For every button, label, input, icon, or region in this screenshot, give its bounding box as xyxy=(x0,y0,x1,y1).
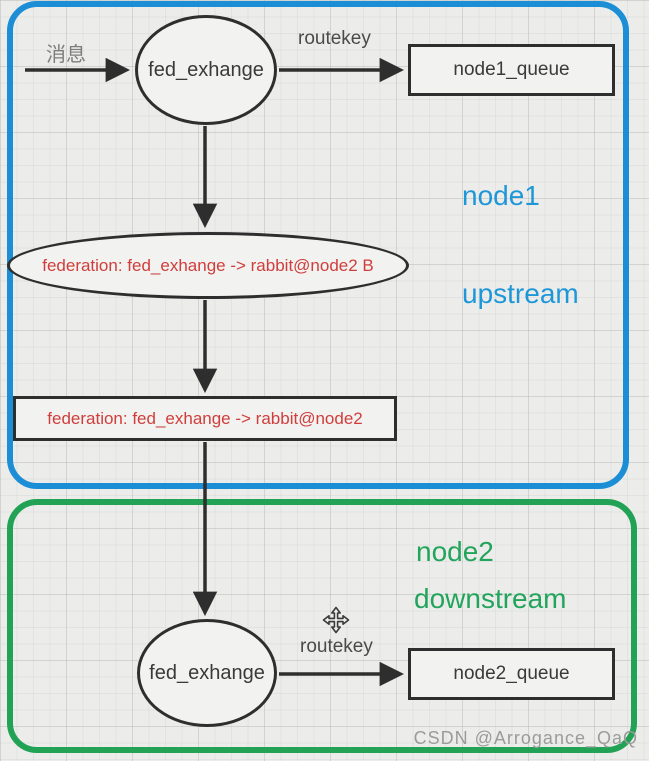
node2-exchange-label: fed_exhange xyxy=(149,661,265,684)
node2-exchange-ellipse: fed_exhange xyxy=(137,619,277,727)
node1-queue-label: node1_queue xyxy=(453,59,570,80)
federation-queue-label: federation: fed_exhange -> rabbit@node2 xyxy=(47,408,363,428)
federation-queue-box: federation: fed_exhange -> rabbit@node2 xyxy=(13,396,397,441)
node1-queue-box: node1_queue xyxy=(408,44,615,96)
downstream-role-label: downstream xyxy=(414,583,567,614)
watermark: CSDN @Arrogance_QaQ xyxy=(413,728,638,748)
message-label: 消息 xyxy=(46,44,86,66)
move-cursor-icon xyxy=(322,606,350,634)
upstream-role-label: upstream xyxy=(462,278,579,309)
federation-link-label: federation: fed_exhange -> rabbit@node2 … xyxy=(42,255,374,275)
routekey-label-node2: routekey xyxy=(300,636,373,657)
node2-region-label: node2 xyxy=(416,536,494,567)
node2-queue-label: node2_queue xyxy=(453,663,570,684)
node1-upstream-region xyxy=(7,1,629,489)
node2-queue-box: node2_queue xyxy=(408,648,615,700)
federation-link-ellipse: federation: fed_exhange -> rabbit@node2 … xyxy=(7,232,409,299)
routekey-label-node1: routekey xyxy=(298,28,371,49)
node1-exchange-label: fed_exhange xyxy=(148,58,264,81)
node1-region-label: node1 xyxy=(462,180,540,211)
node2-downstream-region xyxy=(7,499,637,753)
node1-exchange-ellipse: fed_exhange xyxy=(135,15,277,125)
